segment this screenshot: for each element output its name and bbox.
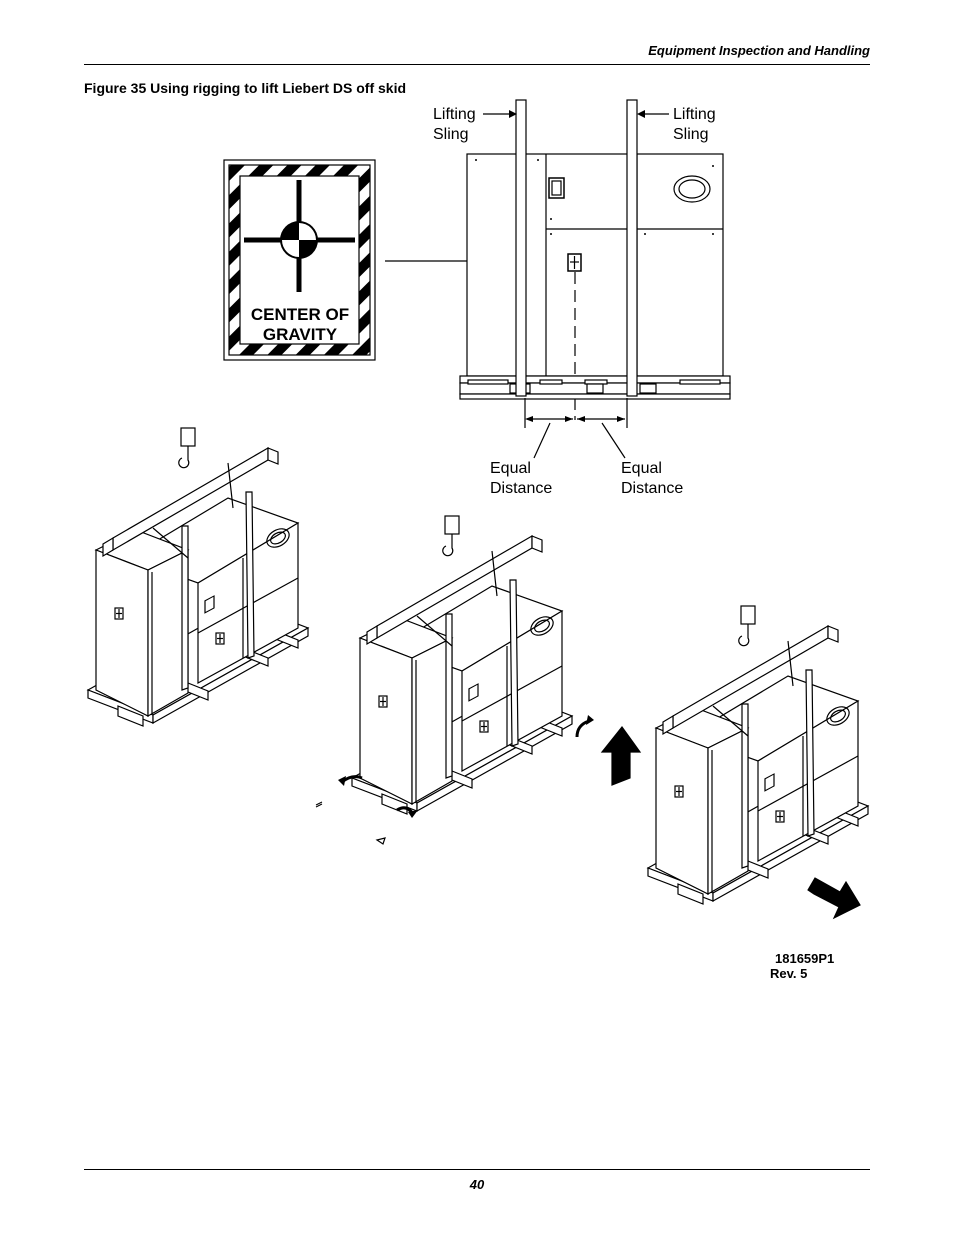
cog-symbol <box>244 180 355 292</box>
footer-rule <box>84 1169 870 1170</box>
lifting-sling-right-line1: Lifting <box>673 106 716 123</box>
running-header: Equipment Inspection and Handling <box>648 43 870 58</box>
drawing-revision: Rev. 5 <box>770 966 808 981</box>
equal-distance-left-line1: Equal <box>490 460 531 477</box>
slide-out-arrow-icon <box>807 877 861 920</box>
header-rule <box>84 64 870 65</box>
equal-distance-dimension <box>524 398 628 459</box>
cog-text-line2: GRAVITY <box>263 325 338 344</box>
iso-unit-1 <box>87 427 309 727</box>
rotate-arrow-icon <box>575 715 594 738</box>
iso-unit-2 <box>351 515 573 815</box>
lifting-sling-right-line2: Sling <box>673 126 709 143</box>
lifting-sling-left-line2: Sling <box>433 126 469 143</box>
equal-distance-right-line2: Distance <box>621 480 684 497</box>
equal-distance-left-line2: Distance <box>490 480 553 497</box>
lifting-slings-front <box>483 99 669 397</box>
lift-up-arrow-icon <box>600 726 642 786</box>
page-number: 40 <box>469 1177 485 1192</box>
equal-distance-right-line1: Equal <box>621 460 662 477</box>
front-elevation-unit <box>459 153 731 420</box>
figure-caption: Figure 35 Using rigging to lift Liebert … <box>84 80 407 96</box>
lifting-sling-left-line1: Lifting <box>433 106 476 123</box>
drawing-number: 181659P1 <box>775 951 835 966</box>
center-of-gravity-sign: CENTER OF GRAVITY <box>223 159 573 361</box>
bracket-removal-arrows-icon <box>315 775 418 845</box>
cog-text-line1: CENTER OF <box>251 305 349 324</box>
iso-unit-3 <box>647 605 869 905</box>
